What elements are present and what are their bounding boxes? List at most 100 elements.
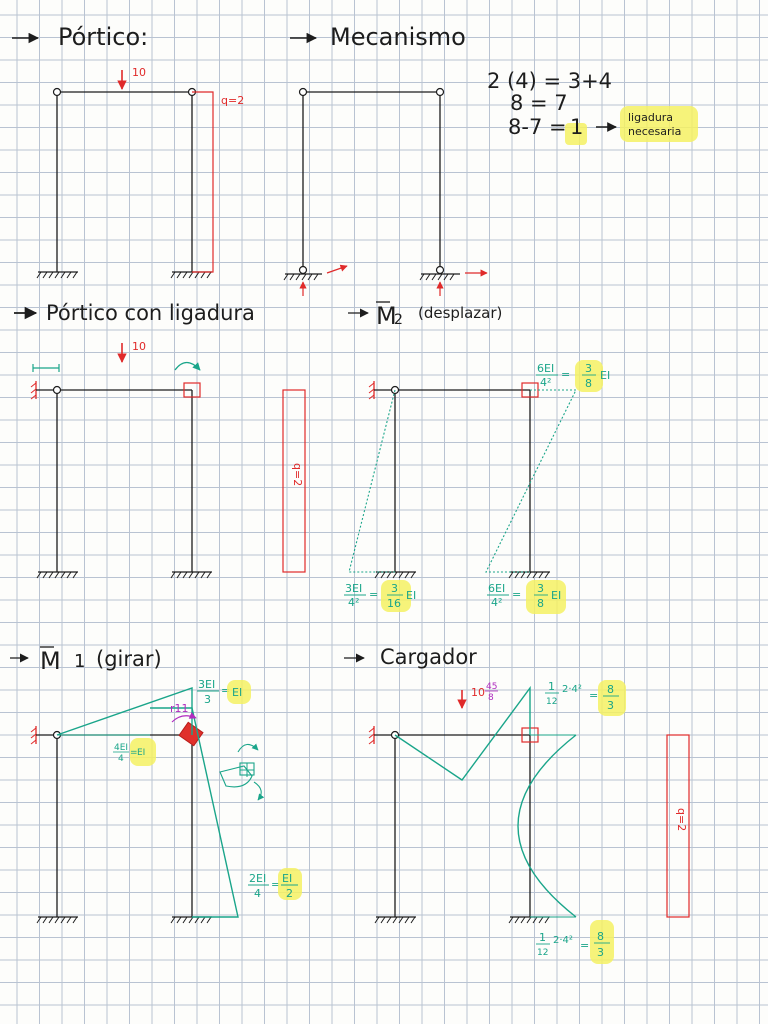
- result-value: EI: [137, 748, 145, 758]
- fraction-numerator: 6EI: [488, 582, 505, 595]
- pin-support-icon: [435, 265, 445, 275]
- lateral-restraint-icon: [368, 381, 392, 400]
- equation-line-2: 8 = 7: [510, 91, 568, 115]
- distributed-load-value: q=2: [221, 94, 244, 107]
- moment-diagram-beam: [56, 687, 193, 736]
- moment-diagram-beam: [394, 685, 531, 781]
- moment-diagram-column: [150, 707, 239, 918]
- equals-sign: =: [512, 588, 521, 601]
- distributed-load-outline: [192, 91, 214, 273]
- fraction-numerator: 4EI: [114, 743, 128, 753]
- fraction-denominator: 8: [537, 597, 544, 610]
- highlight: [598, 680, 626, 716]
- pin-support-icon: [298, 265, 308, 275]
- highlight: [590, 920, 614, 964]
- unit-suffix: EI: [406, 589, 416, 602]
- equals-sign: =: [130, 748, 138, 758]
- reaction-arrow-icon: [326, 264, 348, 274]
- m1-left-label: 4EI 4 = EI: [113, 738, 156, 766]
- cargador-bottom-label: 1 12 2·4² = 8 3: [536, 920, 614, 964]
- panel-m1-girar: M 1 (girar) r11: [10, 646, 302, 924]
- heading-m1-sub: 1: [74, 651, 85, 672]
- fraction-denominator: 4: [118, 754, 124, 764]
- fixed-support-icon: [374, 571, 416, 579]
- heading-m2-symbol: M: [376, 302, 397, 330]
- highlight: [381, 580, 411, 612]
- panel-m2-desplazar: M 2 (desplazar) 6EI 4² = 3: [344, 301, 610, 614]
- m2-left-label: 3EI 4² = 3 16 EI: [344, 580, 416, 612]
- reaction-label: r11: [170, 702, 189, 715]
- fixed-support-icon: [170, 571, 212, 579]
- heading-portico: Pórtico:: [58, 23, 148, 51]
- fraction-denominator: 8: [488, 693, 494, 703]
- heading-portico-ligadura: Pórtico con ligadura: [46, 301, 255, 325]
- moment-diagram-column-parabola: [517, 734, 577, 918]
- equation-result: 1: [570, 115, 583, 139]
- lateral-restraint-icon: [30, 726, 54, 745]
- panel-mecanismo: Mecanismo 2 (4) = 3+4 8 = 7 8-7 = 1 liga…: [283, 23, 698, 296]
- point-load-value: 10: [132, 66, 146, 79]
- panel-portico-con-ligadura: Pórtico con ligadura 10 q=2: [14, 301, 306, 579]
- fraction-numerator: 8: [607, 683, 614, 696]
- highlight: [278, 868, 302, 900]
- highlight: [227, 680, 251, 704]
- load-moment-label: 45 8: [485, 682, 498, 703]
- point-load-value: 10: [132, 340, 146, 353]
- m2-right-label: 6EI 4² = 3 8 EI: [487, 580, 566, 614]
- point-load-value: 10: [471, 686, 485, 699]
- fraction-denominator: 3: [204, 693, 211, 706]
- heading-cargador: Cargador: [380, 645, 477, 669]
- fraction-numerator: 8: [597, 930, 604, 943]
- fraction-numerator: 3: [391, 582, 398, 595]
- fraction-numerator: EI: [282, 872, 292, 885]
- equation-line-3: 8-7 =: [508, 115, 567, 139]
- fixed-support-icon: [508, 571, 550, 579]
- equals-sign: =: [271, 878, 280, 891]
- heading-m1-symbol: M: [40, 647, 61, 675]
- fraction-numerator: 6EI: [537, 362, 554, 375]
- fraction-denominator: 12: [546, 697, 557, 707]
- expression: 2·4²: [553, 935, 573, 946]
- fraction-denominator: 4²: [540, 376, 551, 389]
- m1-right-label: 2EI 4 = EI 2: [248, 868, 302, 900]
- fraction-numerator: 2EI: [249, 872, 266, 885]
- fixed-support-icon: [170, 271, 212, 279]
- lateral-restraint-icon: [368, 726, 392, 745]
- note-necesaria: necesaria: [628, 125, 681, 138]
- fraction-denominator: 8: [585, 377, 592, 390]
- fixed-support-icon: [36, 916, 78, 924]
- fixed-support-icon: [508, 916, 550, 924]
- cargador-top-label: 1 12 2·4² = 8 3: [545, 680, 626, 716]
- fixed-support-icon: [374, 916, 416, 924]
- ground-hatch-icon: [283, 273, 322, 281]
- fraction-denominator: 4²: [348, 596, 359, 609]
- expression: 2·4²: [562, 684, 582, 695]
- lateral-restraint-icon: [30, 381, 54, 400]
- rotation-arrow-icon: [174, 361, 201, 371]
- distributed-load-outline: [282, 389, 306, 573]
- fraction-denominator: 16: [387, 597, 401, 610]
- rotation-arrow-icon: [171, 712, 197, 723]
- equals-sign: =: [221, 684, 230, 697]
- highlight: [620, 106, 698, 142]
- fixed-support-icon: [170, 916, 212, 924]
- equals-sign: =: [369, 588, 378, 601]
- fraction-numerator: 45: [486, 682, 497, 692]
- fixed-support-icon: [36, 271, 78, 279]
- panel-cargador: Cargador 10 45 8 q=2: [344, 645, 690, 964]
- highlight: [565, 123, 587, 145]
- equals-sign: =: [580, 939, 589, 952]
- heading-mecanismo: Mecanismo: [330, 23, 466, 51]
- fraction-denominator: 2: [286, 887, 293, 900]
- fraction-numerator: 3EI: [198, 678, 215, 691]
- equals-sign: =: [561, 368, 570, 381]
- fraction-denominator: 4: [254, 887, 261, 900]
- distributed-load-value: q=2: [675, 808, 688, 831]
- displacement-marker-icon: [32, 364, 60, 372]
- fraction-denominator: 12: [537, 948, 548, 958]
- fraction-denominator: 3: [597, 946, 604, 959]
- fraction-numerator: 1: [539, 931, 546, 944]
- equation-line-1: 2 (4) = 3+4: [487, 69, 612, 93]
